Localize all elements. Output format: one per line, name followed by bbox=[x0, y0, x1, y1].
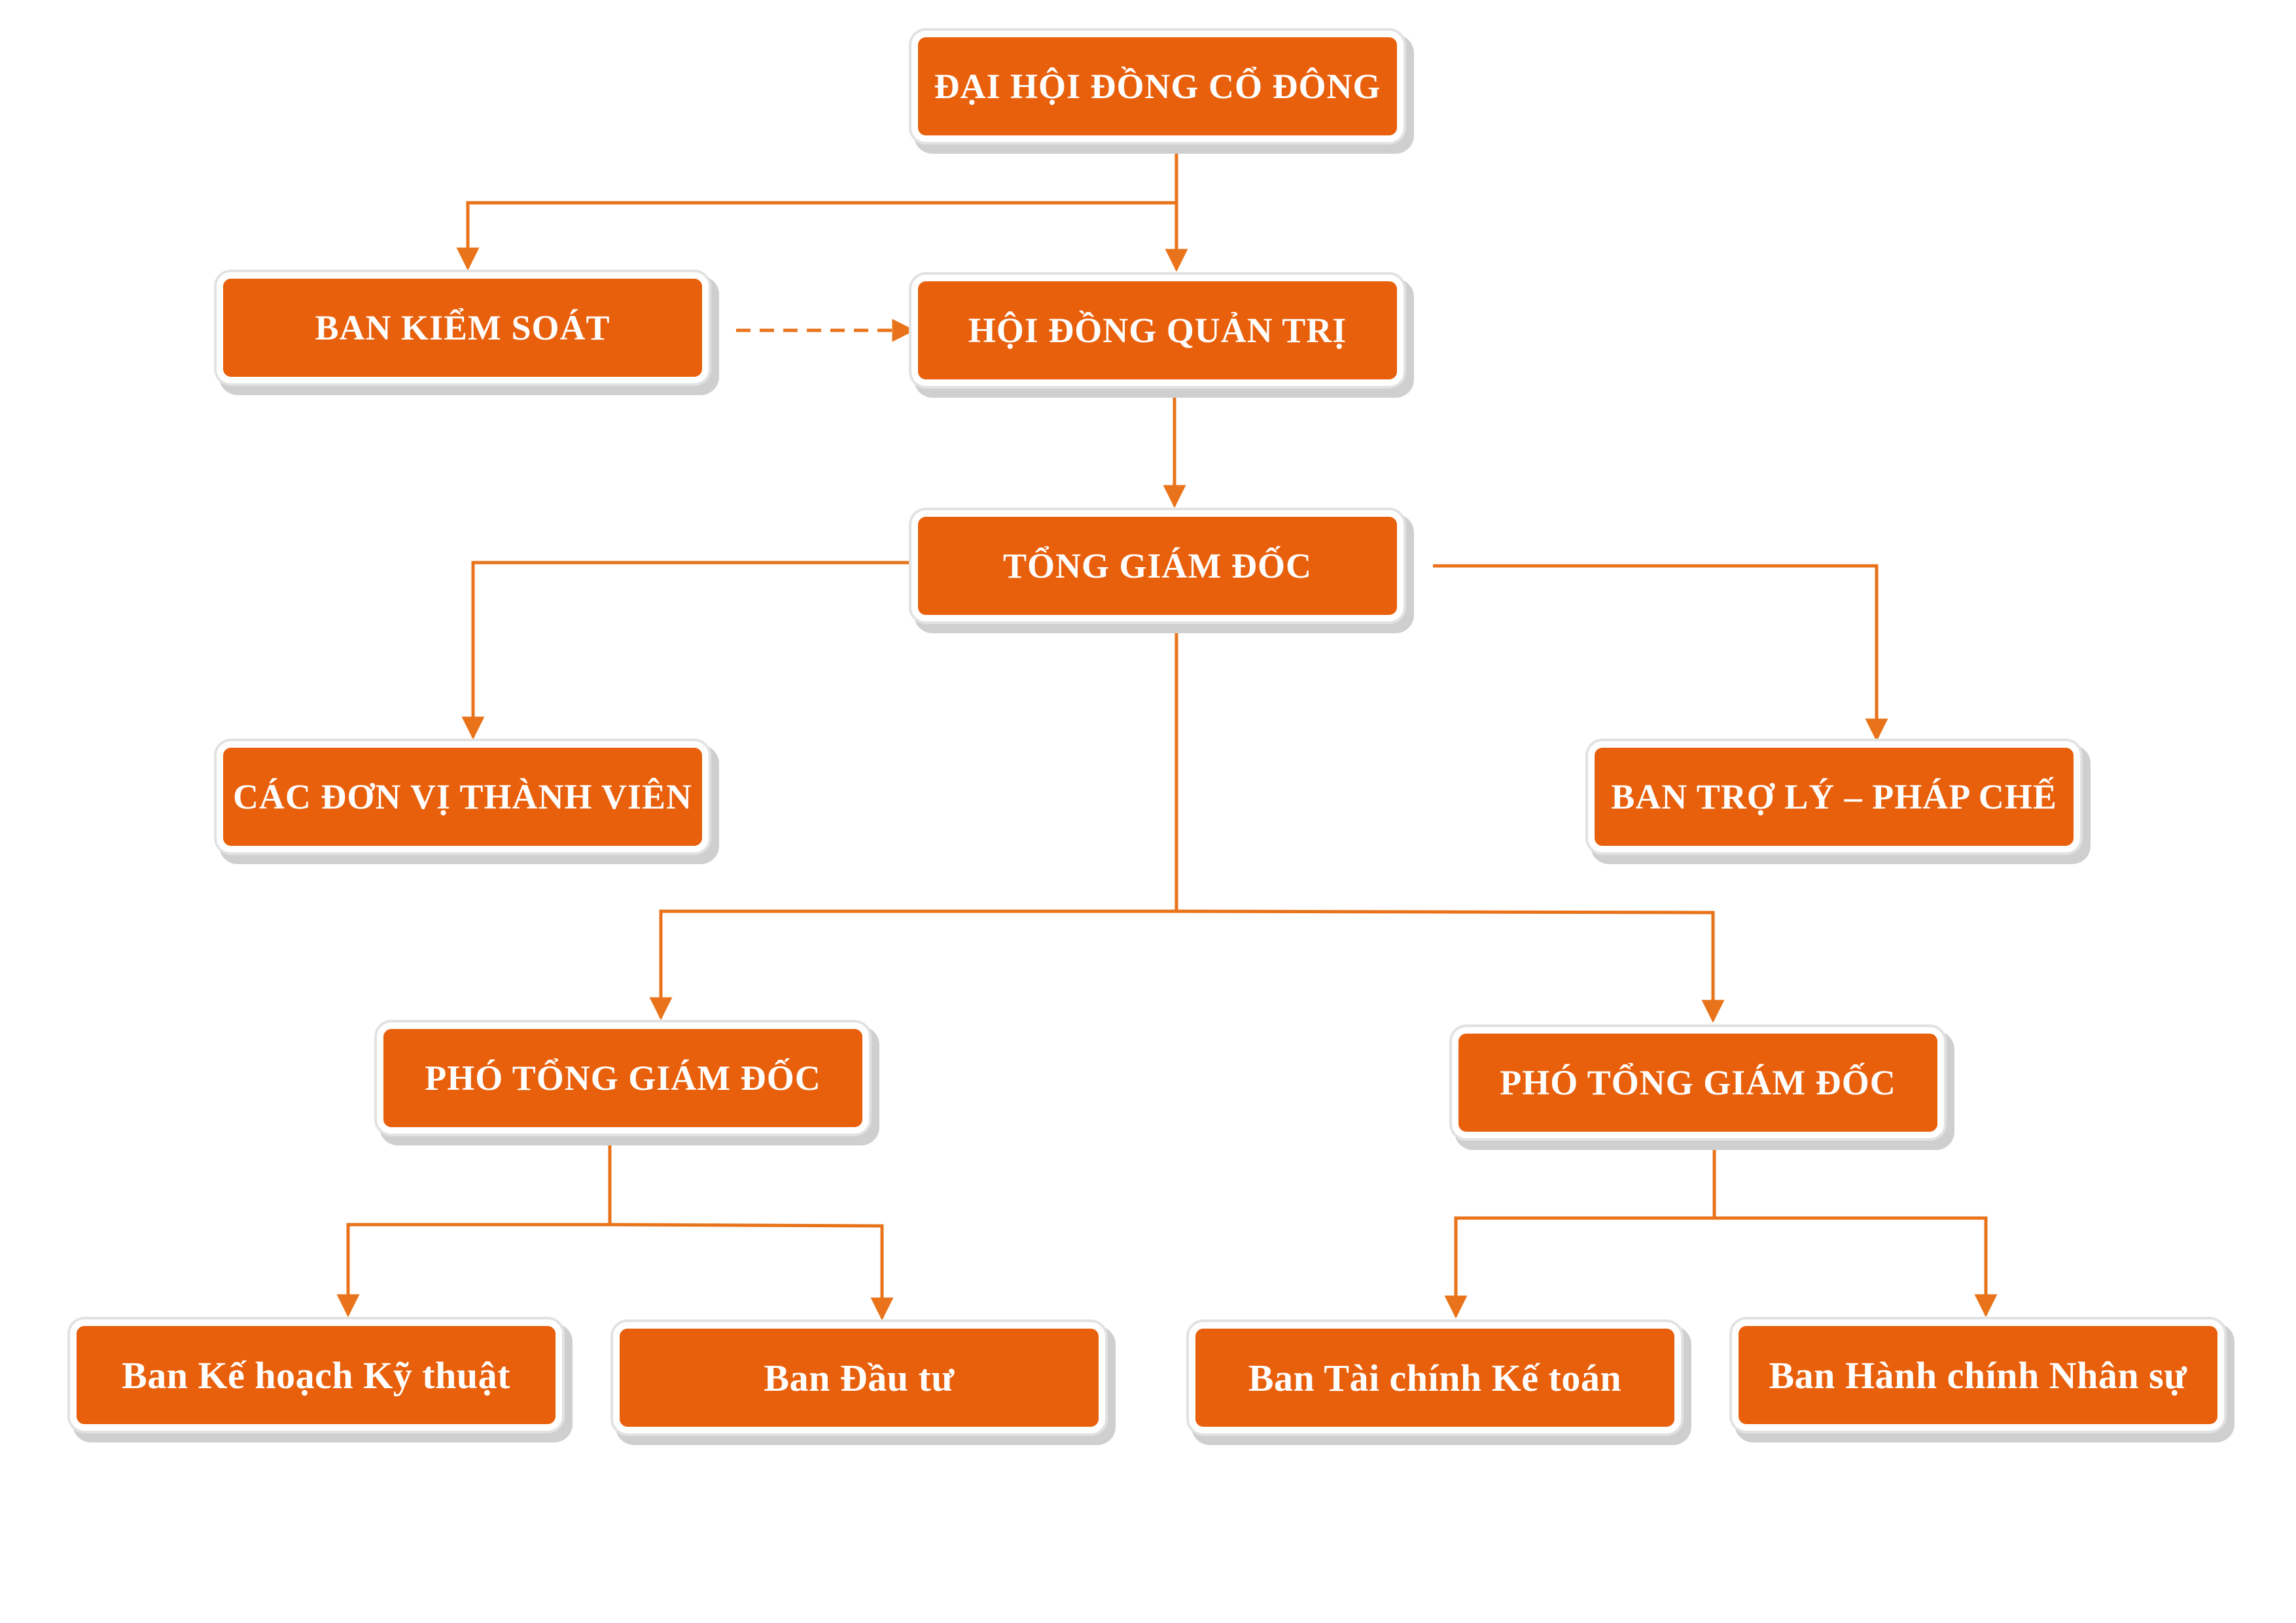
node-ban-kiem-soat: BAN KIỂM SOÁT bbox=[217, 272, 709, 383]
node-ban-tai-chinh-ke-toan: Ban Tài chính Kế toán bbox=[1189, 1322, 1681, 1433]
edge-tgd-ptgd2 bbox=[1176, 909, 1725, 1023]
edge-ptgd1-bkhkt bbox=[336, 1223, 610, 1318]
node-pho-tong-giam-doc-1: PHÓ TỔNG GIÁM ĐỐC bbox=[377, 1022, 869, 1134]
edge-tgd-dvtv bbox=[461, 561, 913, 740]
edge-ptgd2-bhcns bbox=[1714, 1216, 1998, 1318]
edge-dhdcd-bks bbox=[456, 201, 1176, 271]
node-ban-ke-hoach-ky-thuat: Ban Kế hoạch Kỹ thuật bbox=[70, 1319, 562, 1431]
edge-tgd-ptgd1 bbox=[649, 909, 1176, 1021]
node-ban-hanh-chinh-nhan-su: Ban Hành chính Nhân sự bbox=[1732, 1319, 2224, 1431]
node-ban-tro-ly-phap-che: BAN TRỢ LÝ – PHÁP CHẾ bbox=[1588, 741, 2080, 852]
node-ban-dau-tu: Ban Đầu tư bbox=[613, 1322, 1105, 1433]
edge-ptgd2-btckt bbox=[1444, 1216, 1714, 1319]
node-tong-giam-doc: TỔNG GIÁM ĐỐC bbox=[911, 510, 1404, 621]
edge-tgd-btlpc bbox=[1433, 564, 1888, 742]
node-hoi-dong-quan-tri: HỘI ĐỒNG QUẢN TRỊ bbox=[911, 275, 1404, 386]
edge-ptgd1-bdt bbox=[609, 1223, 894, 1321]
node-pho-tong-giam-doc-2: PHÓ TỔNG GIÁM ĐỐC bbox=[1452, 1027, 1944, 1138]
node-cac-don-vi-thanh-vien: CÁC ĐƠN VỊ THÀNH VIÊN bbox=[217, 741, 709, 852]
node-dai-hoi-dong-co-dong: ĐẠI HỘI ĐỒNG CỔ ĐÔNG bbox=[911, 31, 1404, 142]
